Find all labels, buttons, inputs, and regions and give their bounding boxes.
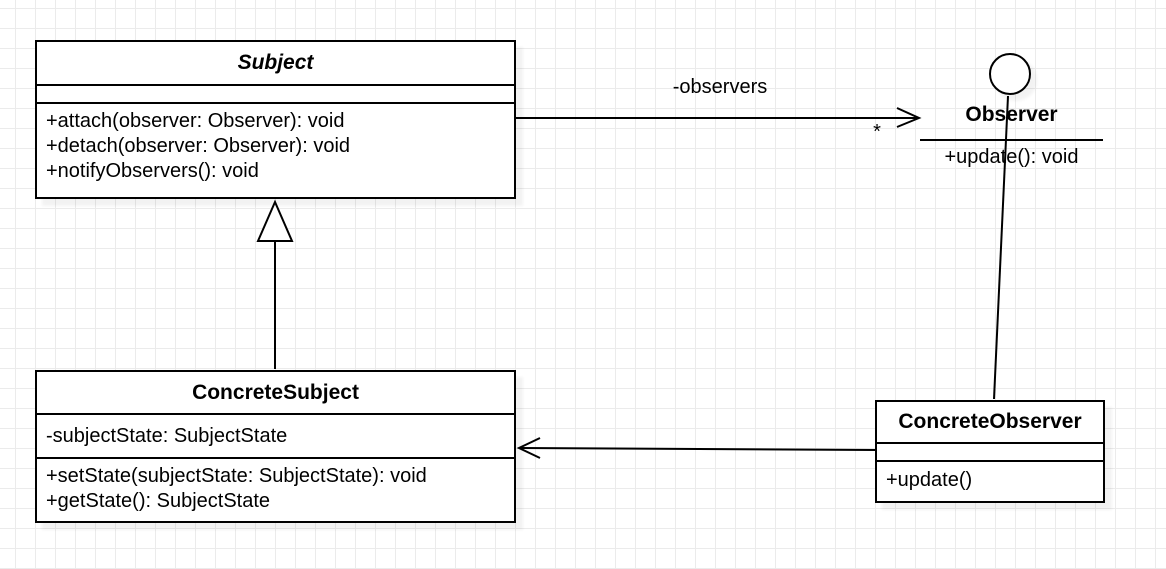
class-subject[interactable]: Subject +attach(observer: Observer): voi… — [35, 40, 516, 199]
class-concrete-observer-attributes-compartment — [877, 442, 1103, 460]
method-set-state: +setState(subjectState: SubjectState): v… — [46, 465, 427, 487]
realization-edge — [993, 95, 1009, 400]
method-notify-observers: +notifyObservers(): void — [46, 160, 259, 182]
class-concrete-observer[interactable]: ConcreteObserver +update() — [875, 400, 1105, 503]
association-role-label: -observers — [672, 76, 768, 98]
class-concrete-observer-title: ConcreteObserver — [898, 410, 1082, 433]
interface-observer-title: Observer — [965, 103, 1058, 126]
hollow-triangle-arrowhead — [256, 199, 294, 242]
method-attach: +attach(observer: Observer): void — [46, 110, 345, 132]
attribute-subject-state: -subjectState: SubjectState — [46, 424, 288, 447]
class-concrete-subject-attributes-compartment: -subjectState: SubjectState — [37, 413, 514, 457]
method-update: +update() — [886, 469, 973, 491]
association-update-edge — [516, 437, 876, 459]
class-concrete-observer-methods-compartment: +update() — [877, 460, 1103, 501]
interface-observer-divider — [920, 139, 1103, 141]
interface-method-update: +update(): void — [944, 146, 1079, 168]
class-concrete-subject-methods-compartment: +setState(subjectState: SubjectState): v… — [37, 457, 514, 521]
association-observers-edge — [516, 107, 922, 128]
class-concrete-subject[interactable]: ConcreteSubject -subjectState: SubjectSt… — [35, 370, 516, 523]
method-detach: +detach(observer: Observer): void — [46, 135, 351, 157]
generalization-edge — [256, 199, 294, 369]
class-subject-attributes-compartment — [37, 84, 514, 102]
association-multiplicity-label: * — [873, 121, 881, 143]
open-arrowhead — [516, 437, 541, 459]
interface-lollipop-circle[interactable] — [989, 53, 1031, 95]
class-subject-methods-compartment: +attach(observer: Observer): void +detac… — [37, 102, 514, 197]
open-arrowhead — [896, 107, 922, 128]
class-concrete-subject-title: ConcreteSubject — [192, 380, 359, 404]
class-subject-title: Subject — [237, 51, 314, 74]
method-get-state: +getState(): SubjectState — [46, 490, 271, 512]
